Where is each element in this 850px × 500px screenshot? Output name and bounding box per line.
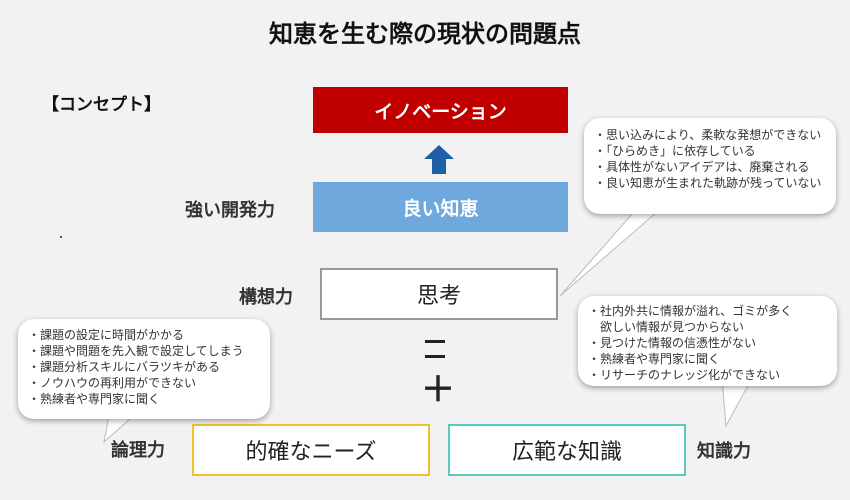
list-item: 良い知恵が生まれた軌跡が残っていない xyxy=(594,175,826,191)
equals-sign xyxy=(425,340,445,370)
plus-sign: ＋ xyxy=(421,370,455,410)
stray-dot xyxy=(60,236,62,238)
list-item: リサーチのナレッジ化ができない xyxy=(588,367,827,383)
label-knowledge-power: 知識力 xyxy=(697,441,751,462)
page-title: 知恵を生む際の現状の問題点 xyxy=(269,20,581,48)
list-item: 欲しい情報が見つからない xyxy=(600,320,745,334)
needs-problems-bubble: 課題の設定に時間がかかる 課題や問題を先入観で設定してしまう 課題分析スキルにバ… xyxy=(18,319,270,419)
list-item: 課題分析スキルにバラツキがある xyxy=(28,359,260,375)
innovation-box: イノベーション xyxy=(313,87,568,133)
list-item: 具体性がないアイデアは、廃棄される xyxy=(594,159,826,175)
good-idea-box: 良い知恵 xyxy=(313,182,568,232)
list-item: 社内外共に情報が溢れ、ゴミが多く xyxy=(588,303,827,319)
up-arrow-icon xyxy=(424,145,454,174)
label-logic: 論理力 xyxy=(111,440,165,461)
needs-box: 的確なニーズ xyxy=(192,424,430,476)
list-item: ノウハウの再利用ができない xyxy=(28,375,260,391)
list-item: 熟練者や専門家に聞く xyxy=(588,351,827,367)
knowledge-problems-bubble: 社内外共に情報が溢れ、ゴミが多く 欲しい情報が見つからない 見つけた情報の信憑性… xyxy=(578,296,837,386)
tail-idea-bubble xyxy=(559,204,667,297)
idea-problems-bubble: 思い込みにより、柔軟な発想ができない 「ひらめき」に依存している 具体性がないア… xyxy=(584,118,836,214)
list-item: 思い込みにより、柔軟な発想ができない xyxy=(594,127,826,143)
thinking-box: 思考 xyxy=(320,268,558,320)
list-item: 課題の設定に時間がかかる xyxy=(28,327,260,343)
label-strong-development: 強い開発力 xyxy=(185,200,275,221)
list-item: 課題や問題を先入観で設定してしまう xyxy=(28,343,260,359)
list-item: 熟練者や専門家に聞く xyxy=(28,391,260,407)
list-item: 見つけた情報の信憑性がない xyxy=(588,335,827,351)
list-item: 「ひらめき」に依存している xyxy=(594,143,826,159)
concept-label: 【コンセプト】 xyxy=(42,95,161,115)
knowledge-box: 広範な知識 xyxy=(448,424,686,476)
label-conception: 構想力 xyxy=(239,287,293,308)
